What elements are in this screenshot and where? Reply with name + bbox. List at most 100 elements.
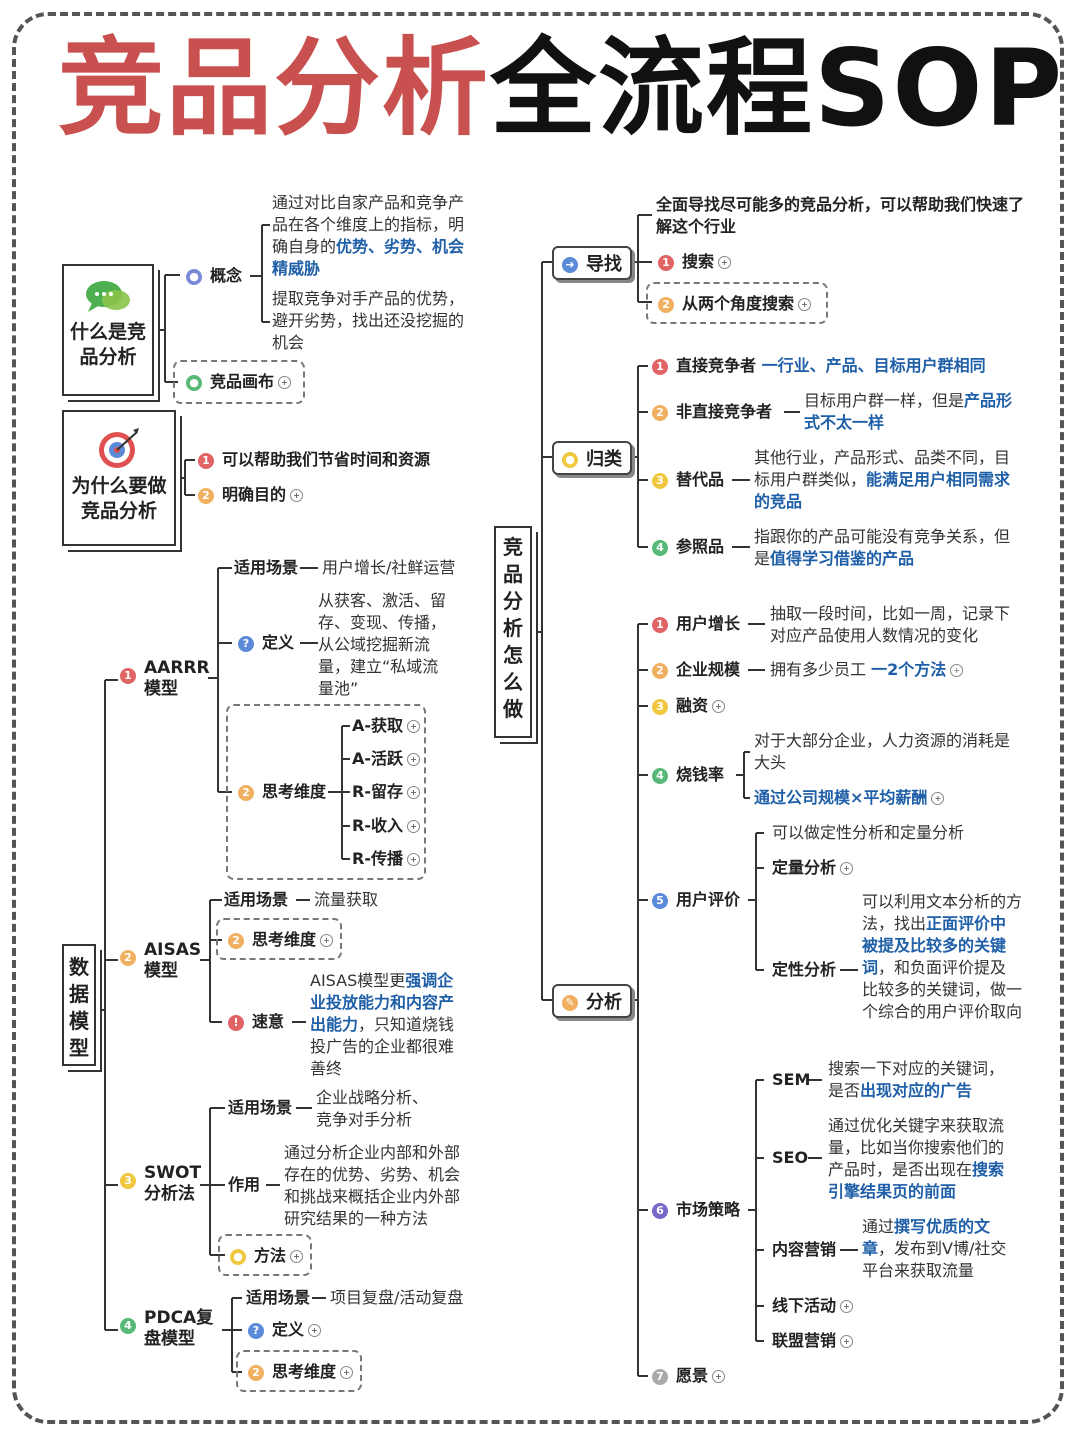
aarrr-dim-3-label: R-留存 xyxy=(352,782,403,801)
swot-method-box xyxy=(218,1234,312,1276)
aarrr-def-label: 定义 xyxy=(262,633,295,652)
aarrr-dim-1[interactable]: A-获取+ xyxy=(352,715,421,737)
expand-icon[interactable]: + xyxy=(278,376,292,389)
expand-icon[interactable]: + xyxy=(407,720,421,733)
canvas-dashed-box xyxy=(173,360,305,404)
canvas-node[interactable]: ●竞品画布+ xyxy=(186,371,292,393)
aisas-note-b: 强调企业投放能力和内容产出能力 xyxy=(310,971,455,1034)
aarrr-dim-5[interactable]: R-传播+ xyxy=(352,848,420,870)
concept-text-1c: 精威胁 xyxy=(272,259,321,278)
expand-icon[interactable]: + xyxy=(712,700,726,713)
expand-icon[interactable]: + xyxy=(308,1324,322,1337)
aarrr-dim-4[interactable]: R-收入+ xyxy=(352,815,420,837)
find-node[interactable]: ➜导找 xyxy=(552,246,632,280)
pdca-def-node[interactable]: ?定义+ xyxy=(248,1319,322,1341)
expand-icon[interactable]: + xyxy=(950,664,964,677)
analyze-node[interactable]: ✎分析 xyxy=(552,984,632,1018)
seo-text: 通过优化关键字来获取流量，比如当你搜索他们的产品时，是否出现在搜索引擎结果页的前… xyxy=(828,1115,1018,1203)
what-is-box: 什么是竞品分析 xyxy=(62,264,154,396)
aarrr-dim-2-label: A-活跃 xyxy=(352,749,404,768)
qual-text-a: 可以利用文本分析的方法，找出 xyxy=(862,892,1023,933)
burn-text: 对于大部分企业，人力资源的消耗是大头 xyxy=(754,731,1011,772)
expand-icon[interactable]: + xyxy=(406,853,420,866)
question-icon: ? xyxy=(238,635,254,652)
aarrr-dim-5-label: R-传播 xyxy=(352,849,403,868)
offline-node[interactable]: 线下活动+ xyxy=(772,1295,854,1317)
review-label: 用户评价 xyxy=(676,890,741,909)
expand-icon[interactable]: + xyxy=(840,862,854,875)
aarrr-dim-2[interactable]: A-活跃+ xyxy=(352,748,421,770)
page-title: 竞品分析全流程SOP xyxy=(58,28,1064,150)
aarrr-def-node[interactable]: ? 定义 xyxy=(238,632,294,654)
expand-icon[interactable]: + xyxy=(840,1300,854,1313)
aisas-scene-label: 适用场景 xyxy=(224,890,289,909)
scale-text: 拥有多少员工 一2个方法+ xyxy=(770,659,964,681)
aarrr-dim-label: 思考维度 xyxy=(262,782,327,801)
funding-label: 融资 xyxy=(676,696,709,715)
substitute-text: 其他行业，产品形式、品类不同，目标用户群类似，能满足用户相同需求的竞品 xyxy=(754,447,1016,513)
data-model-box: 数据模型 xyxy=(62,944,96,1066)
canvas-label: 竞品画布 xyxy=(210,372,275,391)
classify-node[interactable]: ●归类 xyxy=(552,441,632,475)
expand-icon[interactable]: + xyxy=(712,1370,726,1383)
alliance-label: 联盟营销 xyxy=(772,1331,837,1350)
expand-icon[interactable]: + xyxy=(407,753,421,766)
expand-icon[interactable]: + xyxy=(290,1250,304,1263)
expand-icon[interactable]: + xyxy=(406,786,420,799)
qual-text-c: ，和负面评价提及比较多的关键词，做一个综合的用户评价取向 xyxy=(862,958,1023,1021)
pdca-scene-label: 适用场景 xyxy=(246,1288,311,1307)
aisas-note-node[interactable]: !速意 xyxy=(228,1011,284,1033)
expand-icon[interactable]: + xyxy=(798,298,812,311)
expand-icon[interactable]: + xyxy=(931,792,945,805)
indirect-text: 目标用户群一样，但是产品形式不太一样 xyxy=(804,390,1014,434)
analyze-label: 分析 xyxy=(586,992,622,1013)
content-text-b: 撰写优质的文章 xyxy=(862,1217,991,1258)
content-text-a: 通过 xyxy=(862,1217,895,1236)
find-top-text: 全面导找尽可能多的竞品分析，可以帮助我们快速了解这个行业 xyxy=(656,195,1025,236)
qual-text: 可以利用文本分析的方法，找出正面评价中被提及比较多的关键词，和负面评价提及比较多… xyxy=(862,891,1022,1023)
why-box: 为什么要做竞品分析 xyxy=(62,410,176,546)
alliance-node[interactable]: 联盟营销+ xyxy=(772,1330,854,1352)
swot-method-node[interactable]: ●方法+ xyxy=(230,1245,304,1267)
expand-icon[interactable]: + xyxy=(340,1366,354,1379)
growth-label: 用户增长 xyxy=(676,614,741,633)
concept-node[interactable]: ●概念 xyxy=(186,265,242,287)
classify-label: 归类 xyxy=(586,449,622,470)
seo-label: SEO xyxy=(772,1148,809,1167)
burn-formula[interactable]: 通过公司规模×平均薪酬+ xyxy=(754,787,945,809)
expand-icon[interactable]: + xyxy=(406,820,420,833)
expand-icon[interactable]: + xyxy=(320,934,334,947)
aarrr-label: AARRR模型 xyxy=(144,658,210,699)
quant-node[interactable]: 定量分析+ xyxy=(772,857,854,879)
expand-icon[interactable]: + xyxy=(840,1335,854,1348)
aarrr-dim-1-label: A-获取 xyxy=(352,716,404,735)
chat-icon xyxy=(64,278,152,320)
indirect-text-b: 产品形式不太一样 xyxy=(804,391,1013,432)
expand-icon[interactable]: + xyxy=(718,256,732,269)
reference-text: 指跟你的产品可能没有竞争关系，但是值得学习借鉴的产品 xyxy=(754,526,1016,570)
aarrr-dim-3[interactable]: R-留存+ xyxy=(352,781,420,803)
expand-icon[interactable]: + xyxy=(290,489,304,502)
